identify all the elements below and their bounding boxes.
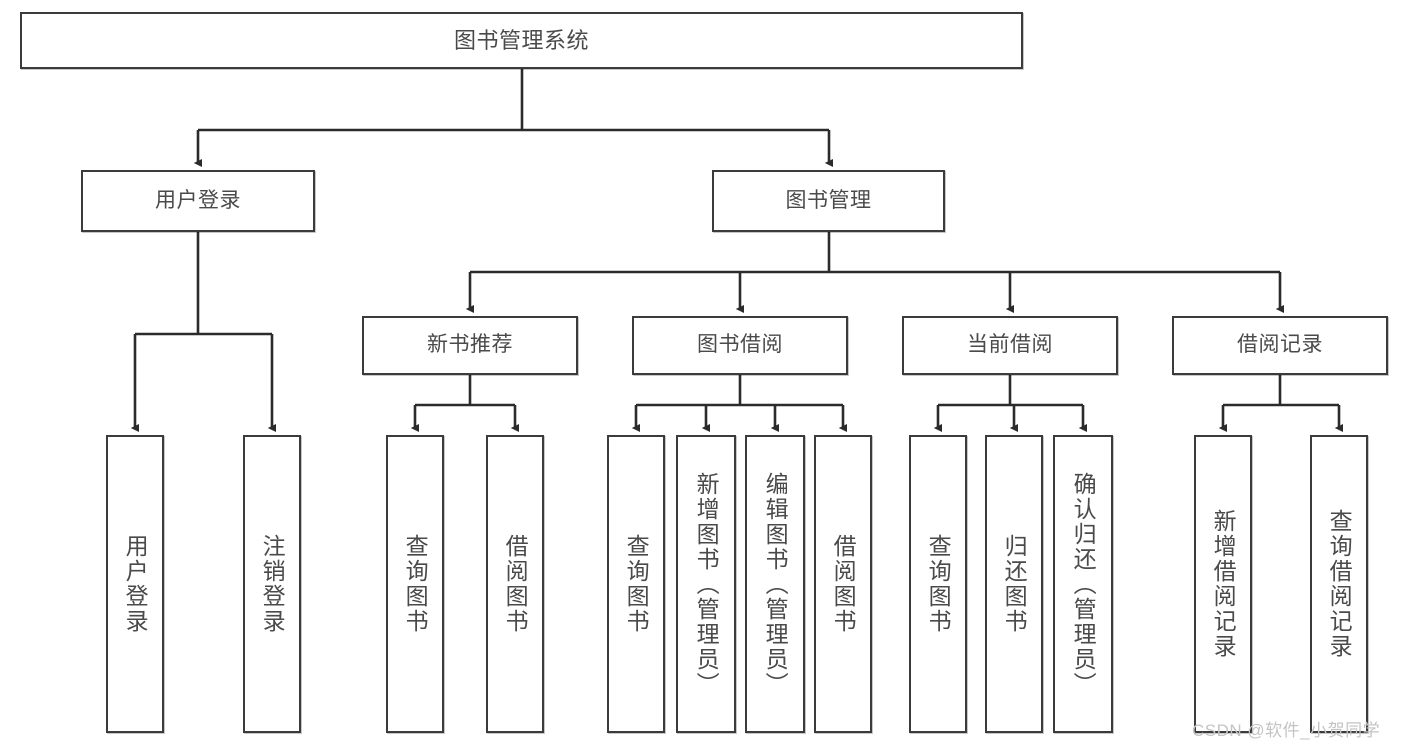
- node-user-login-label: 用户登录: [155, 188, 241, 212]
- node-leaf-query-book-current[interactable]: 查询图书: [909, 435, 967, 733]
- node-leaf-borrow-book-rec[interactable]: 借阅图书: [486, 435, 544, 733]
- node-leaf-query-borrow-record[interactable]: 查询借阅记录: [1310, 435, 1368, 733]
- node-leaf-query-book-rec[interactable]: 查询图书: [386, 435, 444, 733]
- node-leaf-logout[interactable]: 注销登录: [243, 435, 301, 733]
- node-leaf-query-book-borrow-label: 查询图书: [623, 534, 650, 634]
- node-leaf-add-borrow-record[interactable]: 新增借阅记录: [1194, 435, 1252, 733]
- node-root[interactable]: 图书管理系统: [20, 12, 1023, 69]
- node-book-borrow[interactable]: 图书借阅: [632, 316, 848, 375]
- node-book-borrow-label: 图书借阅: [697, 333, 783, 357]
- node-new-book-recommend-label: 新书推荐: [427, 333, 513, 357]
- node-borrow-record[interactable]: 借阅记录: [1172, 316, 1388, 375]
- node-leaf-query-book-current-label: 查询图书: [925, 534, 952, 634]
- node-leaf-edit-book-admin[interactable]: 编辑图书（管理员）: [745, 435, 805, 733]
- node-new-book-recommend[interactable]: 新书推荐: [362, 316, 578, 375]
- node-leaf-query-book-borrow[interactable]: 查询图书: [607, 435, 665, 733]
- node-book-manage-label: 图书管理: [785, 188, 872, 212]
- node-leaf-user-login-label: 用户登录: [122, 534, 149, 634]
- node-leaf-return-book-label: 归还图书: [1001, 534, 1028, 634]
- node-leaf-confirm-return-admin[interactable]: 确认归还（管理员）: [1053, 435, 1113, 733]
- node-leaf-query-borrow-record-label: 查询借阅记录: [1326, 509, 1353, 659]
- node-root-label: 图书管理系统: [453, 27, 589, 53]
- node-leaf-user-login[interactable]: 用户登录: [106, 435, 164, 733]
- node-current-borrow-label: 当前借阅: [967, 333, 1053, 357]
- node-leaf-logout-label: 注销登录: [259, 534, 286, 634]
- node-leaf-add-borrow-record-label: 新增借阅记录: [1210, 509, 1237, 659]
- node-leaf-query-book-rec-label: 查询图书: [402, 534, 429, 634]
- node-book-manage[interactable]: 图书管理: [712, 170, 945, 232]
- node-leaf-return-book[interactable]: 归还图书: [985, 435, 1043, 733]
- node-leaf-confirm-return-admin-label: 确认归还（管理员）: [1070, 471, 1097, 697]
- node-borrow-record-label: 借阅记录: [1237, 333, 1323, 357]
- node-leaf-add-book-admin[interactable]: 新增图书（管理员）: [676, 435, 736, 733]
- node-leaf-borrow-book-rec-label: 借阅图书: [502, 534, 529, 634]
- node-leaf-borrow-book[interactable]: 借阅图书: [814, 435, 872, 733]
- node-leaf-add-book-admin-label: 新增图书（管理员）: [693, 471, 720, 697]
- node-leaf-borrow-book-label: 借阅图书: [830, 534, 857, 634]
- node-leaf-edit-book-admin-label: 编辑图书（管理员）: [762, 471, 789, 697]
- node-current-borrow[interactable]: 当前借阅: [902, 316, 1118, 375]
- watermark-text: CSDN @软件_小贺同学: [1192, 721, 1381, 740]
- node-user-login[interactable]: 用户登录: [81, 170, 315, 232]
